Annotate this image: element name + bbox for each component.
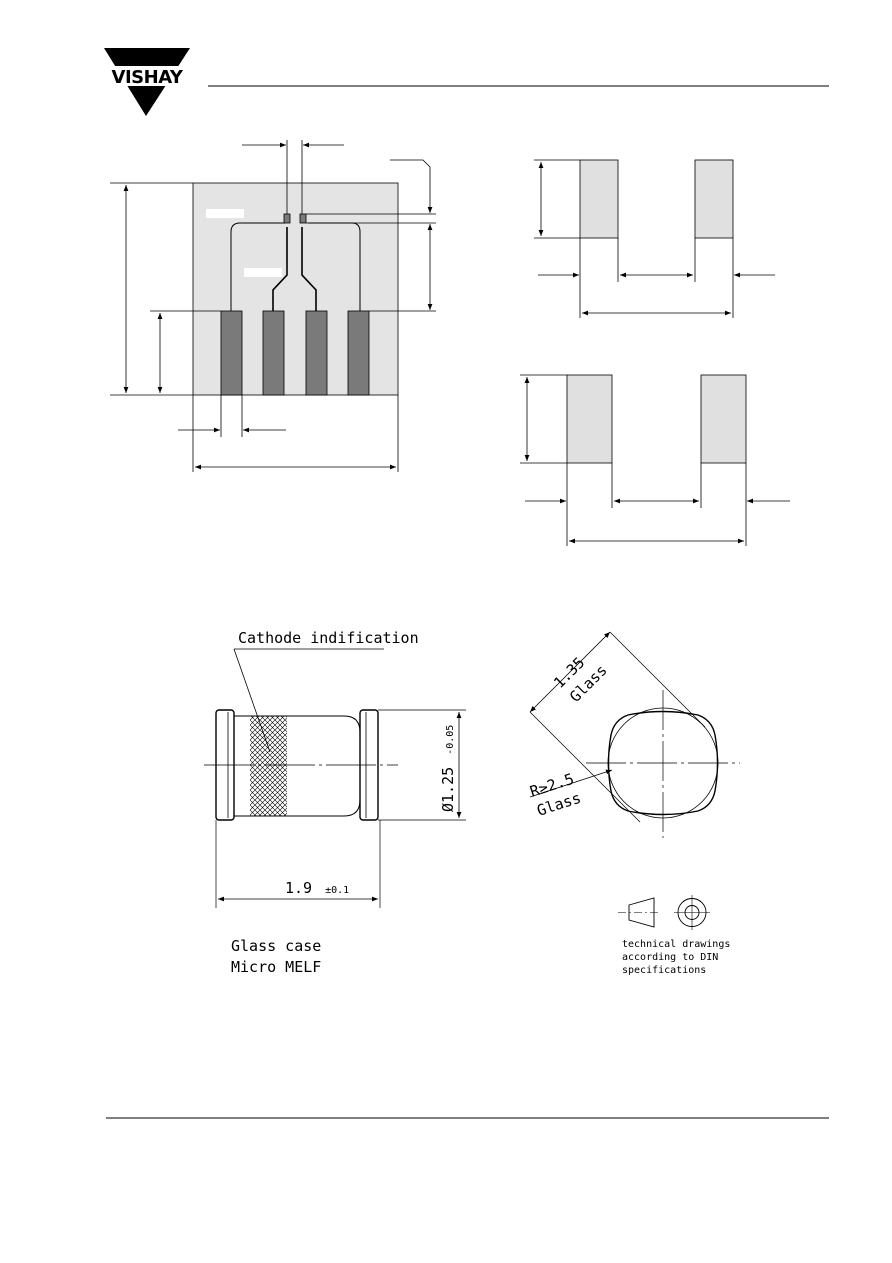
- footprint-wave: [520, 374, 790, 546]
- projection-note-line1: technical drawings: [622, 939, 730, 950]
- cathode-band: [250, 716, 287, 816]
- length-tolerance: ±0.1: [325, 885, 349, 896]
- projection-note-line3: specifications: [622, 965, 706, 976]
- board-label-plate-1: [206, 209, 244, 218]
- micro-melf-end-view: [529, 631, 740, 838]
- vishay-logo: VISHAY: [103, 48, 191, 116]
- cathode-label: Cathode indification: [238, 629, 419, 647]
- footprint1-pad-left: [579, 159, 619, 239]
- device-pad-left: [283, 213, 291, 224]
- projection-note-line2: according to DIN: [622, 952, 718, 963]
- footprint2-pad-right: [700, 374, 747, 464]
- device-pad-right: [299, 213, 307, 224]
- projection-cone: [628, 897, 655, 928]
- test-board-drawing: [110, 140, 436, 472]
- diameter-tolerance: -0.05: [445, 725, 456, 755]
- diameter-value: Ø1.25: [439, 767, 457, 812]
- logo-text: VISHAY: [112, 67, 184, 88]
- board-label-plate-2: [244, 268, 282, 277]
- case-type: Glass case: [231, 937, 321, 955]
- board-pad-1: [220, 310, 243, 396]
- footprint1-pad-right: [694, 159, 734, 239]
- footprint2-pad-left: [566, 374, 613, 464]
- length-value: 1.9: [285, 879, 312, 897]
- package-name: Micro MELF: [231, 958, 321, 976]
- diameter-dimension: Ø1.25 -0.05: [439, 725, 457, 812]
- projection-symbol: [618, 895, 710, 930]
- length-dimension: 1.9 ±0.1: [285, 879, 349, 897]
- board-pad-2: [262, 310, 285, 396]
- board-pad-4: [347, 310, 370, 396]
- footprint-reflow: [534, 159, 775, 318]
- board-pad-3: [305, 310, 328, 396]
- end-view-square-profile: [607, 710, 719, 816]
- micro-melf-side-view: [204, 648, 466, 908]
